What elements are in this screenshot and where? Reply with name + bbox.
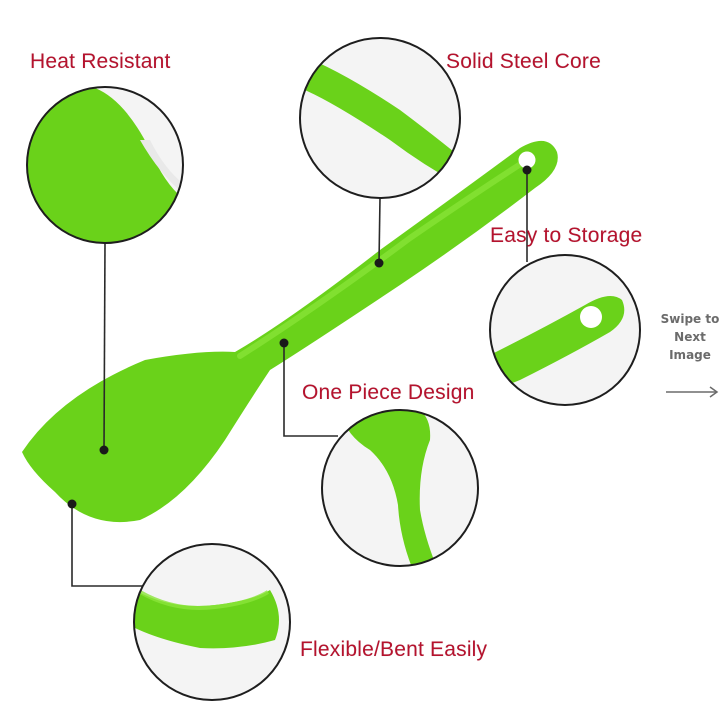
- label-heat-resistant: Heat Resistant: [30, 50, 171, 73]
- detail-circle-flexible-bent-easily: [133, 543, 291, 701]
- leader-dots: [67, 165, 532, 509]
- spatula-main: [22, 140, 558, 523]
- detail-circle-easy-to-storage: [489, 254, 641, 406]
- detail-circle-solid-steel-core: [299, 37, 461, 199]
- swipe-hint-line-3: Image: [669, 348, 711, 362]
- detail-circle-heat-resistant: [26, 86, 184, 244]
- swipe-hint-line-1: Swipe to: [660, 312, 720, 326]
- label-easy-to-storage: Easy to Storage: [490, 224, 643, 247]
- swipe-hint-line-2: Next: [674, 330, 706, 344]
- leader-lines: [71, 170, 528, 587]
- label-flexible-bent-easily: Flexible/Bent Easily: [300, 638, 488, 661]
- label-one-piece-design: One Piece Design: [302, 381, 475, 404]
- swipe-hint[interactable]: Swipe to Next Image: [660, 310, 720, 364]
- arrow-right-icon[interactable]: [664, 384, 720, 400]
- label-solid-steel-core: Solid Steel Core: [446, 50, 601, 73]
- detail-circle-one-piece-design: [321, 409, 479, 567]
